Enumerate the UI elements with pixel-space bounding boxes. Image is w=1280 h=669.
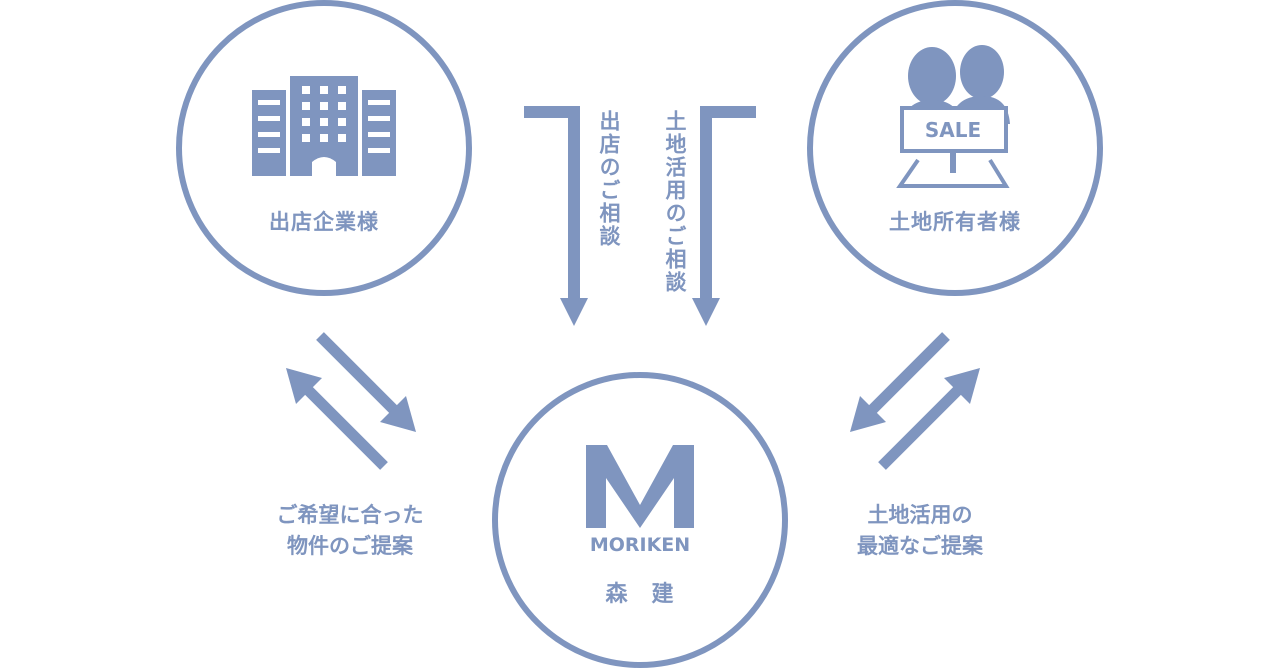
owner-proposal-line2: 最適なご提案 xyxy=(857,534,983,558)
tenant-proposal-caption: ご希望に合った 物件のご提案 xyxy=(230,500,470,562)
tenant-circle xyxy=(176,0,472,296)
sale-sign-text: SALE xyxy=(925,118,981,142)
tenant-consult-arrow-head xyxy=(560,298,588,326)
land-consult-arrow xyxy=(700,106,756,300)
office-building-icon xyxy=(252,76,396,176)
tenant-consult-arrow xyxy=(524,106,580,300)
moriken-to-tenant-arrow xyxy=(302,384,388,470)
owner-label: 土地所有者様 xyxy=(889,210,1021,234)
owner-to-moriken-arrow xyxy=(866,332,950,416)
moriken-to-owner-arrow-head xyxy=(944,368,980,404)
moriken-to-tenant-arrow-head xyxy=(286,368,322,404)
tenant-to-moriken-arrow xyxy=(316,332,400,416)
tenant-proposal-line2: 物件のご提案 xyxy=(287,534,413,558)
moriken-label: 森 建 xyxy=(605,582,675,607)
owner-circle xyxy=(807,0,1103,296)
land-consult-label: 土地活用のご相談 xyxy=(663,110,687,294)
tenant-to-moriken-arrow-head xyxy=(380,396,416,432)
moriken-to-owner-arrow xyxy=(878,384,964,470)
tenant-proposal-line1: ご希望に合った xyxy=(276,503,424,527)
owner-proposal-line1: 土地活用の xyxy=(867,503,973,527)
tenant-label: 出店企業様 xyxy=(269,210,379,234)
owner-proposal-caption: 土地活用の 最適なご提案 xyxy=(800,500,1040,562)
land-consult-arrow-head xyxy=(692,298,720,326)
moriken-logo-text: MORIKEN xyxy=(589,534,691,556)
couple-with-sale-sign-icon: SALE xyxy=(896,45,1010,188)
moriken-m-logo-icon xyxy=(586,445,694,528)
owner-to-moriken-arrow-head xyxy=(850,396,886,432)
moriken-circle xyxy=(492,372,788,668)
tenant-consult-label: 出店のご相談 xyxy=(597,110,621,248)
